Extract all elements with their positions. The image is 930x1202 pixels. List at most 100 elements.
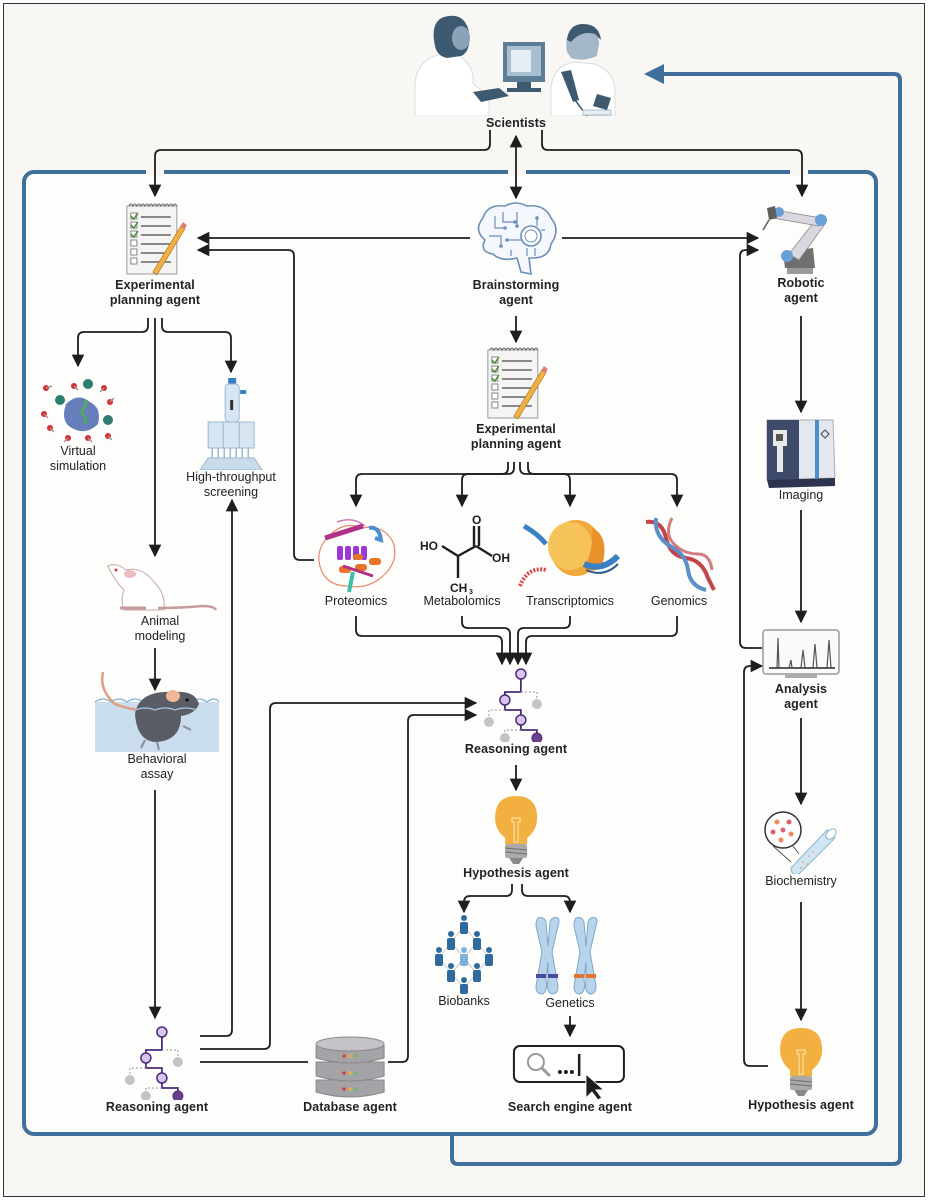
arrow-analysis-to-robotic (739, 243, 762, 649)
analysis-label-2: agent (784, 697, 818, 711)
arrow-reasoning-left-to-reasoning-center (200, 696, 478, 1050)
panel-gap-right (790, 166, 808, 176)
reasoning-left-label: Reasoning agent (105, 1100, 209, 1114)
metabolite-ch: CH (450, 581, 467, 594)
node-reasoning-left[interactable]: Reasoning agent (106, 1024, 208, 1115)
transcriptomics-label: Transcriptomics (526, 594, 614, 608)
arrow-hypothesis-to-biobanks (457, 884, 513, 914)
ribosome-rna-icon (518, 520, 621, 587)
node-scientists[interactable]: Scientists (411, 12, 621, 131)
robotic-label-1: Robotic (777, 276, 825, 290)
swimming-mouse-icon (95, 671, 219, 752)
experimental-planning-center-label-1: Experimental (476, 422, 556, 436)
arrow-metabolomics-to-reasoning (461, 616, 517, 666)
node-robotic[interactable]: Robotic agent (761, 204, 841, 306)
metabolite-ho: HO (420, 539, 438, 553)
experimental-planning-left-label-2: planning agent (109, 293, 201, 307)
imaging-instrument-icon (766, 419, 836, 488)
node-metabolomics[interactable]: HO O OH CH 3 Metabolomics (412, 514, 512, 609)
genomics-label: Genomics (650, 594, 708, 608)
arrow-planning-to-virtual-sim (71, 318, 149, 368)
node-animal-modeling[interactable]: Animal modeling (102, 560, 218, 644)
node-virtual-simulation[interactable]: Virtual simulation (38, 378, 118, 474)
experimental-planning-center-label-2: planning agent (470, 437, 562, 451)
arrow-transcriptomics-to-reasoning (511, 616, 571, 666)
robotic-label-2: agent (784, 291, 818, 305)
spectrum-monitor-icon (762, 629, 840, 678)
node-transcriptomics[interactable]: Transcriptomics (518, 514, 622, 609)
behavioral-assay-label-2: assay (140, 767, 174, 781)
node-genomics[interactable]: Genomics (642, 514, 716, 609)
metabolomics-label: Metabolomics (423, 594, 501, 608)
robot-arm-icon (762, 206, 827, 274)
panel-gap-center (508, 166, 526, 176)
virtual-simulation-label-2: simulation (49, 459, 107, 473)
search-bar-cursor-icon (512, 1045, 625, 1100)
scientists-label: Scientists (485, 116, 547, 130)
node-hypothesis-right[interactable]: Hypothesis agent (748, 1026, 854, 1113)
node-experimental-planning-center[interactable]: Experimental planning agent (471, 346, 561, 452)
search-engine-label: Search engine agent (507, 1100, 633, 1114)
brainstorming-label-1: Brainstorming (472, 278, 560, 292)
arrow-planning-to-genomics (527, 462, 684, 508)
arrow-hypothesis-right-to-analysis (743, 659, 768, 1067)
node-search-engine[interactable]: Search engine agent (508, 1044, 632, 1115)
feedback-loop-line (450, 64, 902, 1166)
reasoning-center-label: Reasoning agent (464, 742, 568, 756)
animal-modeling-label-1: Animal (140, 614, 180, 628)
database-label: Database agent (303, 1100, 397, 1114)
node-analysis[interactable]: Analysis agent (761, 628, 841, 712)
reasoning-tree-icon (484, 668, 543, 742)
virtual-simulation-label-1: Virtual (60, 444, 96, 458)
arrow-planning-to-hts (161, 318, 238, 374)
scientists-icon (414, 15, 616, 116)
imaging-label: Imaging (778, 488, 824, 502)
animal-modeling-label-2: modeling (134, 629, 186, 643)
arrow-planning-to-proteomics (349, 462, 509, 508)
node-experimental-planning-left[interactable]: Experimental planning agent (110, 202, 200, 308)
node-brainstorming[interactable]: Brainstorming agent (471, 200, 561, 308)
node-imaging[interactable]: Imaging (763, 416, 839, 503)
arrow-scientists-to-robotic (541, 130, 809, 198)
experimental-planning-left-label-1: Experimental (115, 278, 195, 292)
analysis-label-1: Analysis (774, 682, 828, 696)
node-genetics[interactable]: Genetics (530, 916, 610, 1011)
dna-helix-icon (645, 517, 716, 592)
node-high-throughput-screening[interactable]: High-throughput screening (186, 378, 276, 500)
behavioral-assay-label-1: Behavioral (127, 752, 187, 766)
lightbulb-icon (779, 1028, 822, 1096)
arrow-database-to-reasoning-center (388, 708, 478, 1063)
node-behavioral-assay[interactable]: Behavioral assay (95, 670, 219, 782)
arrow-reasoning-left-to-hts (200, 498, 239, 1037)
lactic-acid-molecule-icon: HO O OH CH 3 (420, 514, 510, 594)
white-mouse-icon (107, 564, 218, 611)
test-tube-magnifier-icon (764, 811, 837, 874)
brainstorming-label-2: agent (499, 293, 533, 307)
checklist-notepad-icon (126, 203, 187, 276)
lightbulb-icon (494, 796, 537, 864)
arrow-genomics-to-reasoning (519, 616, 678, 666)
chromosomes-icon (535, 917, 598, 995)
node-database[interactable]: Database agent (303, 1036, 397, 1115)
node-biochemistry[interactable]: Biochemistry (763, 810, 839, 889)
node-biobanks[interactable]: Biobanks (431, 914, 497, 1009)
metabolite-oh: OH (492, 551, 510, 565)
metabolite-subscript: 3 (469, 589, 473, 594)
arrow-planning-to-metabolomics (455, 462, 515, 508)
multichannel-pipette-icon (199, 378, 263, 470)
hts-label-2: screening (203, 485, 259, 499)
circuit-brain-icon (477, 202, 557, 276)
hts-label-1: High-throughput (186, 470, 276, 484)
arrow-hypothesis-to-genetics (521, 884, 577, 914)
arrow-proteomics-to-planning-left (196, 243, 314, 561)
biobanks-label: Biobanks (438, 994, 490, 1008)
database-server-icon (315, 1036, 385, 1098)
node-proteomics[interactable]: Proteomics (313, 514, 399, 609)
node-reasoning-center[interactable]: Reasoning agent (465, 666, 567, 757)
arrow-scientists-to-planning (148, 130, 491, 198)
hypothesis-right-label: Hypothesis agent (748, 1098, 854, 1112)
hypothesis-center-label: Hypothesis agent (463, 866, 569, 880)
reasoning-tree-icon (125, 1026, 184, 1100)
protein-structure-icon (318, 519, 396, 593)
node-hypothesis-center[interactable]: Hypothesis agent (463, 794, 569, 881)
